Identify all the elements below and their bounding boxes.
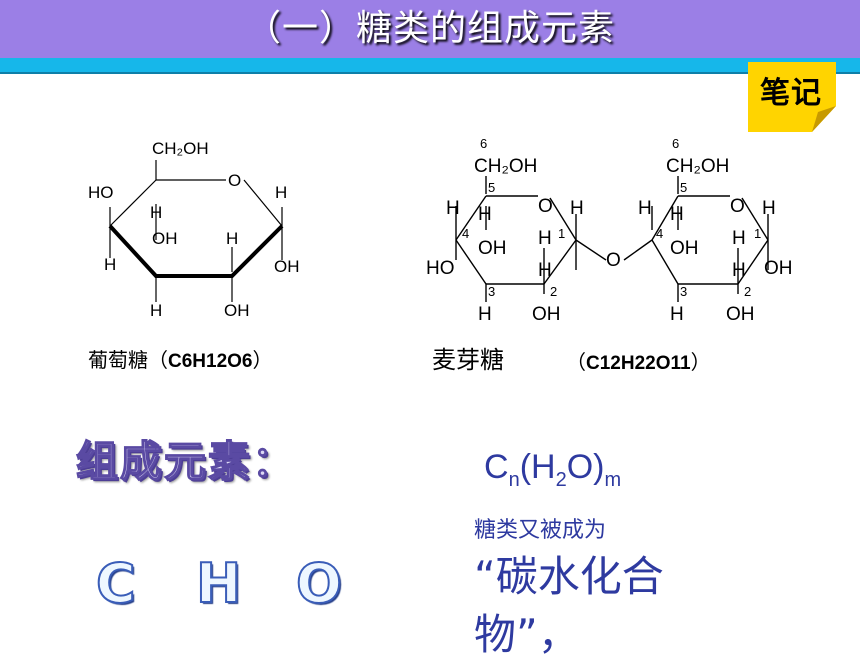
maltose-formula: C12H22O11 <box>586 353 691 374</box>
maltose-oh-left-b: OH <box>532 304 561 325</box>
carbohydrate-text: “碳水化合物”， <box>474 552 664 659</box>
glucose-h-bottom-left: H <box>104 255 116 274</box>
maltose-h-right-c: H <box>762 198 776 219</box>
glucose-h-c2: H <box>226 229 238 248</box>
general-formula: Cn(H2O)m <box>484 448 621 492</box>
glucose-oh-c3: OH <box>152 229 178 248</box>
general-formula-c: C <box>484 448 509 486</box>
glucose-h-c4: H <box>150 203 162 222</box>
maltose-oh-right-b: OH <box>726 304 755 325</box>
maltose-n5-left: 5 <box>488 180 495 195</box>
maltose-n3-right: 3 <box>680 284 687 299</box>
maltose-h-left-d: H <box>538 228 552 249</box>
maltose-formula-close: ） <box>690 350 711 374</box>
maltose-h-right-a: H <box>638 198 652 219</box>
maltose-ch2oh-left: CH₂OH <box>474 156 537 177</box>
accent-line <box>0 72 860 74</box>
glucose-ho-left: HO <box>88 183 114 202</box>
slide-title: （一）糖类的组成元素 <box>244 8 615 49</box>
general-formula-o: O) <box>566 448 605 486</box>
maltose-n5-right: 5 <box>680 180 687 195</box>
glucose-h-top-right: H <box>275 183 287 202</box>
glucose-h-c5-bottom: H <box>150 301 162 320</box>
maltose-ho-left: HO <box>426 258 455 279</box>
alias-text: 糖类又被成为 <box>474 518 607 543</box>
maltose-h-right-f: H <box>670 304 684 325</box>
maltose-n6-right: 6 <box>672 136 679 151</box>
maltose-formula-open: （ <box>566 350 586 374</box>
glucose-structure: CH₂OH O HO H H OH H H OH H OH <box>88 139 300 320</box>
element-h: H <box>195 551 242 616</box>
maltose-n2-right: 2 <box>744 284 751 299</box>
glucose-oh-bottom: OH <box>224 301 250 320</box>
maltose-h-left-a: H <box>446 198 460 219</box>
maltose-h-left-b: H <box>478 204 492 225</box>
maltose-o-left: O <box>538 196 553 217</box>
glucose-oh-right: OH <box>274 257 300 276</box>
maltose-h-right-e: H <box>732 260 746 281</box>
maltose-name: 麦芽糖 <box>432 346 504 374</box>
glucose-caption: 葡萄糖（C6H12O6） <box>88 344 273 373</box>
maltose-bridge-o: O <box>606 250 621 271</box>
note-sticky-icon[interactable] <box>748 62 836 132</box>
glucose-name: 葡萄糖（ <box>88 348 168 372</box>
maltose-h-right-b: H <box>670 204 684 225</box>
glucose-formula: C6H12O6 <box>168 351 253 372</box>
maltose-h-right-d: H <box>732 228 746 249</box>
composition-heading: 组成元素： <box>75 436 297 487</box>
element-c: C <box>95 551 137 616</box>
glucose-ring-o: O <box>228 171 241 190</box>
title-bar <box>0 0 860 58</box>
maltose-oh-right: OH <box>670 238 699 259</box>
maltose-formula-caption: （C12H22O11） <box>566 346 711 375</box>
note-label[interactable]: 笔记 <box>760 76 822 111</box>
maltose-n6-left: 6 <box>480 136 487 151</box>
maltose-oh-right-c: OH <box>764 258 793 279</box>
glucose-ch2oh: CH₂OH <box>152 139 209 158</box>
maltose-structure: 6 CH₂OH 5 H H O H 4 OH H 1 HO H 3 2 H OH… <box>426 136 793 325</box>
maltose-n3-left: 3 <box>488 284 495 299</box>
general-formula-m: m <box>604 468 622 491</box>
glucose-close: ） <box>252 348 273 372</box>
maltose-n1-right: 1 <box>754 226 761 241</box>
maltose-n4-right: 4 <box>656 226 663 241</box>
general-formula-2: 2 <box>555 468 567 491</box>
maltose-h-left-f: H <box>478 304 492 325</box>
general-formula-n: n <box>508 468 520 491</box>
maltose-o-right: O <box>730 196 745 217</box>
maltose-n4-left: 4 <box>462 226 469 241</box>
maltose-h-left-c: H <box>570 198 584 219</box>
element-o: O <box>295 551 343 616</box>
maltose-n2-left: 2 <box>550 284 557 299</box>
maltose-oh-left: OH <box>478 238 507 259</box>
maltose-n1-left: 1 <box>558 226 565 241</box>
maltose-h-left-e: H <box>538 260 552 281</box>
maltose-ch2oh-right: CH₂OH <box>666 156 729 177</box>
general-formula-h: (H <box>519 448 556 486</box>
accent-stripe <box>0 58 860 72</box>
